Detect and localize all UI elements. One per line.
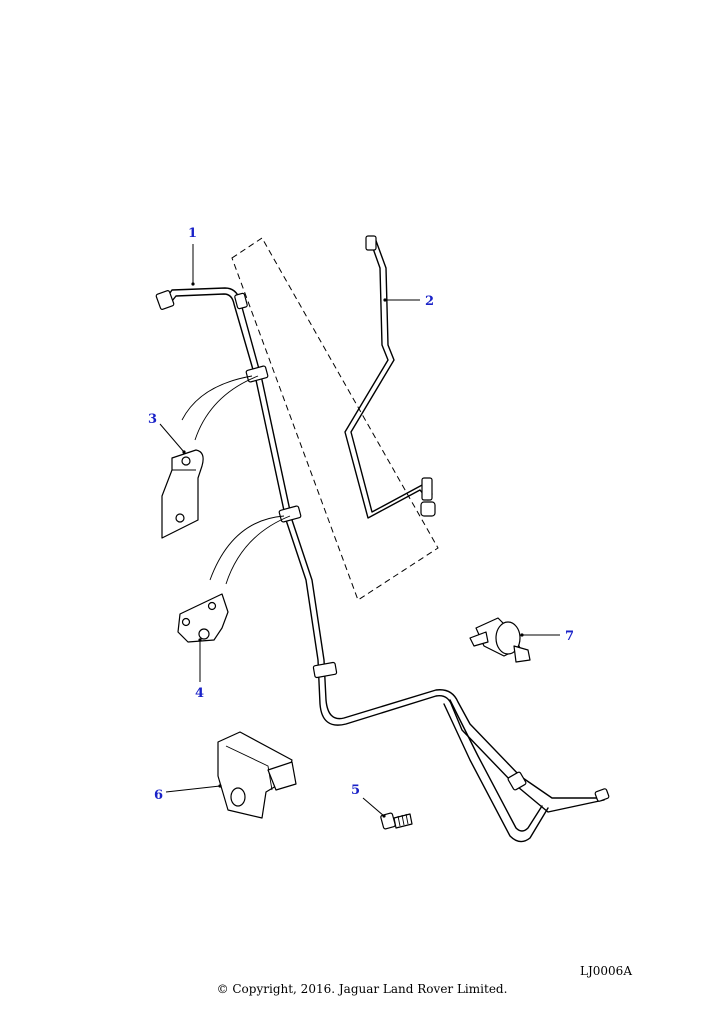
subassembly-dashed-outline [231,237,439,601]
part-7-clip [469,617,531,663]
callout-6-label: 6 [154,788,163,803]
callout-1-label: 1 [188,226,197,241]
callout-1: 1 [188,226,197,286]
callout-2-label: 2 [425,294,434,309]
callout-7-label: 7 [565,629,574,644]
callout-4-label: 4 [195,686,204,701]
callout-5-label: 5 [351,783,360,798]
callout-5: 5 [351,783,386,818]
part-3-bracket [161,449,204,539]
callout-3: 3 [148,412,186,454]
part-2-brake-pipe [344,235,436,519]
copyright-notice: © Copyright, 2016. Jaguar Land Rover Lim… [216,982,508,996]
part-6-clip-bracket [217,731,297,819]
part-1-brake-pipe [155,287,610,843]
part-4-bracket [177,593,229,643]
diagram-reference-code: LJ0006A [580,964,632,978]
callout-7: 7 [520,629,574,644]
callout-4: 4 [195,638,204,701]
callout-2: 2 [383,294,434,309]
callout-6: 6 [154,784,222,803]
callout-3-label: 3 [148,412,157,427]
